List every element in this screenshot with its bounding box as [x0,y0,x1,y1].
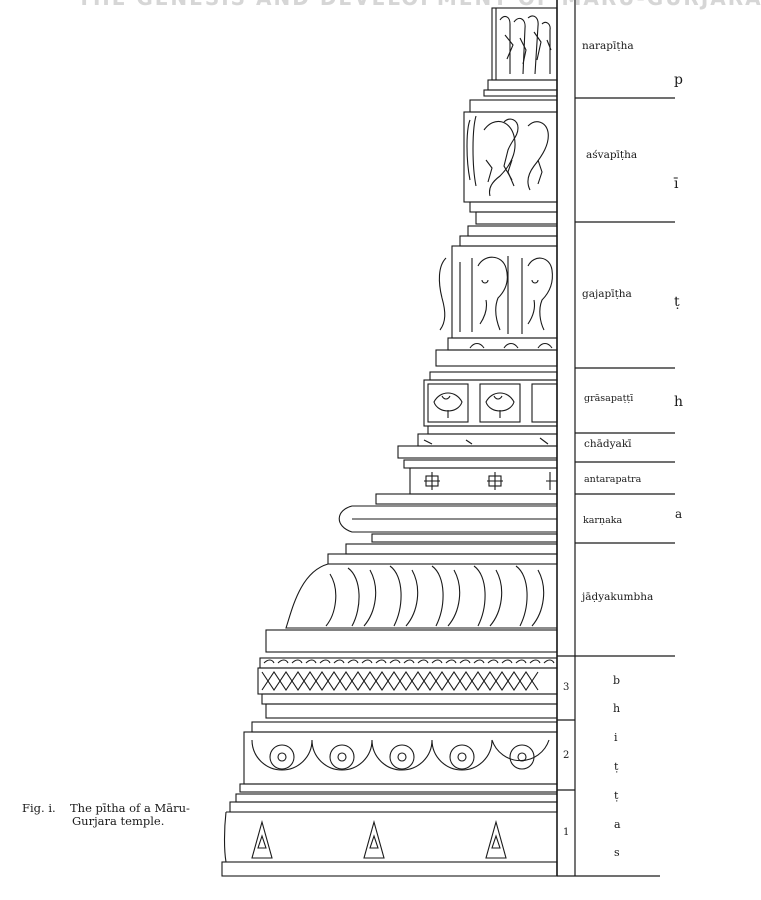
course-3-band [257,657,558,719]
label-gajapitha: gajapīṭha [582,288,632,300]
bhittas-letter-5: ṭ [614,789,619,802]
label-grasapatti: grāsapaṭṭī [584,393,634,404]
asvapitha-band [463,99,558,225]
karnaka-band [338,493,558,543]
label-karnaka: karṇaka [583,515,623,526]
bhittas-letter-7: s [614,846,620,859]
pitha-letter-a: a [675,507,683,521]
gajapitha-band [435,225,558,367]
bhittas-letter-4: ṭ [614,760,619,773]
chadyaki-band [397,433,558,459]
jadyakumbha-band [265,543,558,653]
course-number-3: 3 [563,682,570,693]
narapitha-band [483,7,558,97]
label-narapitha: narapīṭha [582,40,634,52]
pitha-letter-p: p [674,72,683,88]
course-number-1: 1 [563,827,570,838]
caption-line-2: Gurjara temple. [72,814,165,828]
bhittas-letter-3: i [614,731,618,744]
course-2-band [239,721,558,793]
label-chadyaki: chādyakī [584,438,632,450]
caption-line-1: The pītha of a Māru- [70,801,190,815]
figure-caption: Fig. i. The pītha of a Māru- Gurjara temp… [22,802,190,828]
pitha-letter-t: ṭ [674,294,680,310]
bhittas-letter-1: b [613,674,621,687]
pitha-letter-h: h [674,394,684,410]
pitha-letter-i: ī [674,176,679,192]
bhittas-letter-2: h [613,702,621,715]
label-jadyakumbha: jāḍyakumbha [582,591,654,603]
bhittas-letter-6: a [614,818,621,831]
antarapatra-band [403,459,558,495]
page-header: THE GENESIS AND DEVELOPMENT OF MARU-GURJ… [60,0,761,10]
course-1-band [221,793,558,877]
grasapatti-band [423,371,558,435]
course-number-2: 2 [563,750,570,761]
label-asvapitha: aśvapīṭha [586,149,638,161]
label-antarapatra: antarapatra [584,474,642,485]
caption-fig-number: Fig. i. [22,801,56,815]
